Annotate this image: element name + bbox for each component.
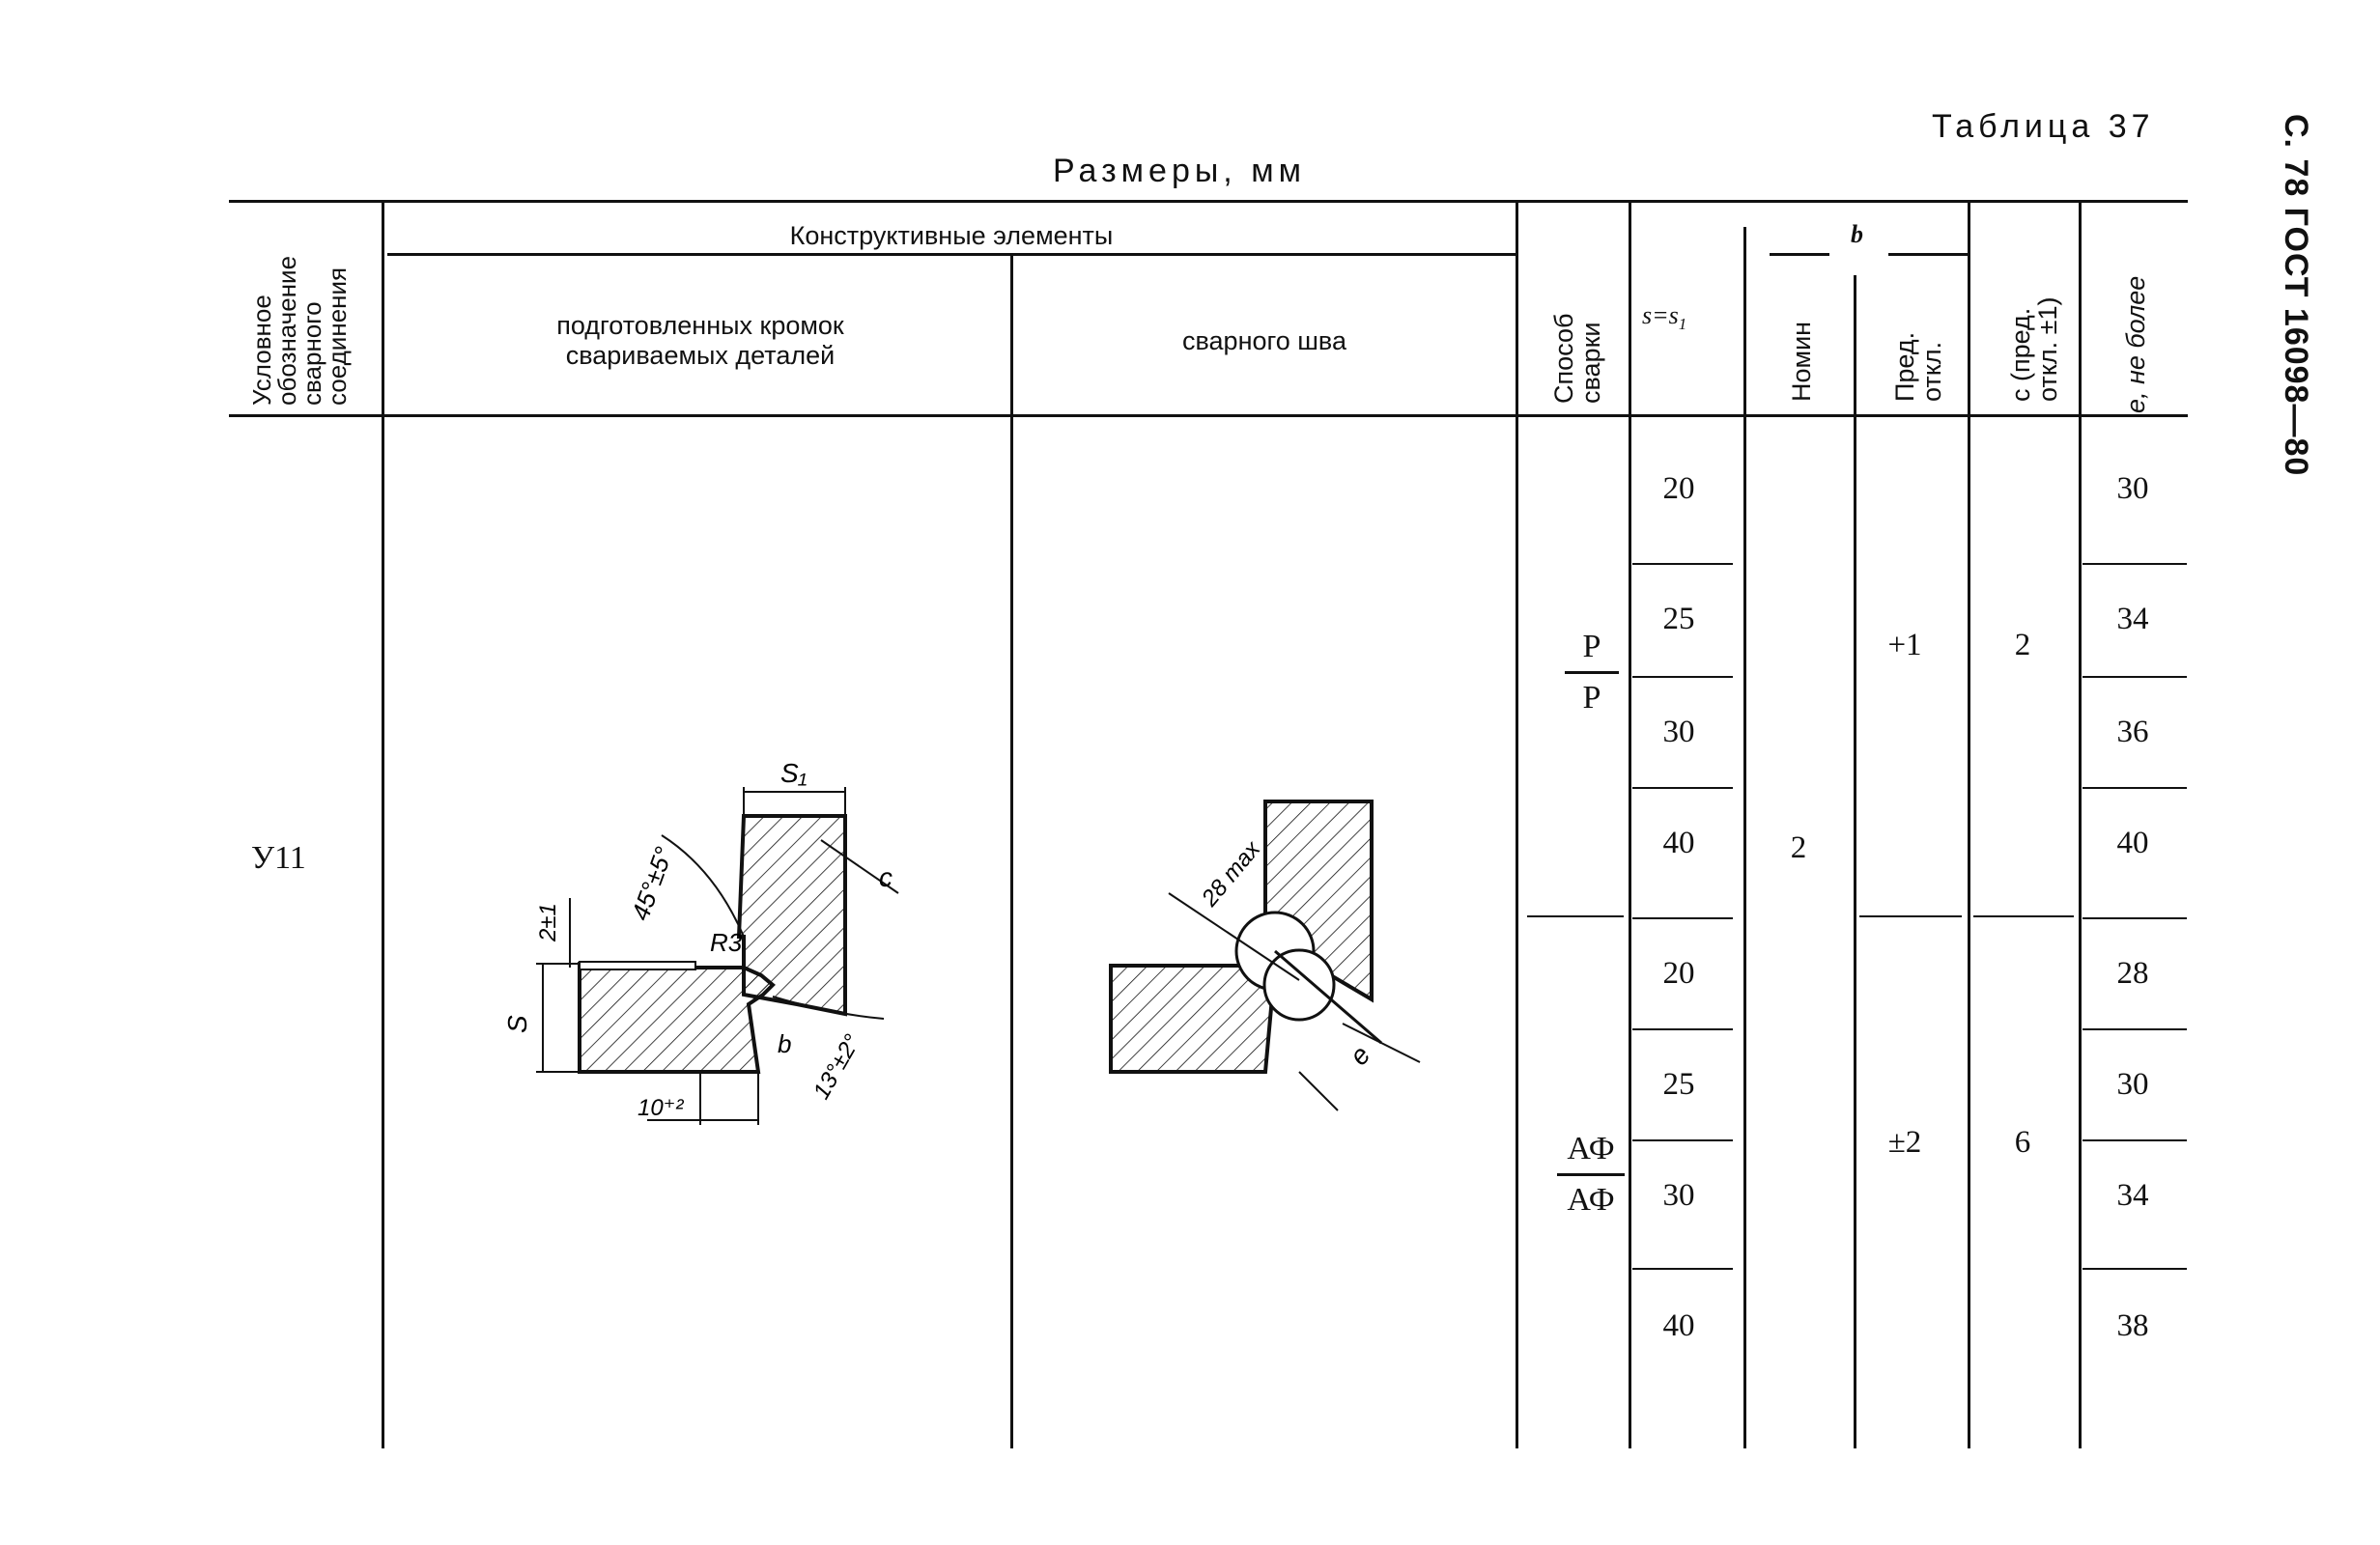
e-value: 40 (2116, 826, 2149, 860)
svg-text:S₁: S₁ (780, 758, 808, 788)
table-top-rule (229, 200, 2188, 203)
svg-text:S: S (502, 1015, 532, 1033)
s-value: 25 (1662, 1067, 1695, 1102)
svg-text:45°±5°: 45°±5° (625, 843, 678, 924)
page-side-label: С. 78 ГОСТ 16098—80 (2278, 114, 2314, 477)
col-divider-2 (1010, 256, 1013, 1448)
svg-text:b: b (778, 1029, 791, 1058)
e-sep-5 (2082, 1028, 2187, 1030)
header-c: c (пред. откл. ±1) (2006, 296, 2062, 403)
tolerance-value: ±2 (1887, 1125, 1922, 1160)
col-divider-6 (1854, 275, 1856, 1448)
svg-text:R3: R3 (710, 928, 743, 957)
tolerance-value: +1 (1887, 628, 1922, 662)
header-s: s=s1 (1642, 301, 1687, 334)
svg-text:e: e (1344, 1040, 1376, 1071)
svg-text:28 max: 28 max (1196, 835, 1266, 912)
group-sep-c (1973, 915, 2074, 917)
prepared-edges-drawing: S₁ c 45°±5° R3 2±1 S b 13°±2° 10⁺² (502, 758, 899, 1125)
header-bottom-rule (229, 414, 2188, 417)
col-divider-5 (1743, 227, 1746, 1448)
top-layer (579, 961, 696, 970)
e-sep-1 (2082, 563, 2187, 565)
s-sep-7 (1632, 1268, 1733, 1270)
c-value: 2 (2014, 628, 2031, 662)
header-tolerance: Пред. откл. (1890, 331, 1946, 402)
s-sep-4 (1632, 917, 1733, 919)
e-value: 34 (2116, 602, 2149, 636)
b-sub-rule-left (1770, 253, 1829, 256)
s-value: 30 (1662, 715, 1695, 749)
e-value: 38 (2116, 1308, 2149, 1343)
e-value: 34 (2116, 1178, 2149, 1213)
table-label: Таблица 37 (1932, 108, 2155, 145)
structural-sub-rule (387, 253, 1516, 256)
svg-text:2±1: 2±1 (535, 903, 561, 942)
s-sep-6 (1632, 1139, 1733, 1141)
weld-drawing: 28 max e (1109, 800, 1421, 1111)
s-sep-5 (1632, 1028, 1733, 1030)
col-divider-3 (1516, 203, 1518, 1448)
weld-bead-2 (1262, 948, 1336, 1022)
e-value: 30 (2116, 471, 2149, 506)
s-sep-2 (1632, 676, 1733, 678)
s-value: 20 (1662, 956, 1695, 991)
e-value: 28 (2116, 956, 2149, 991)
s-value: 20 (1662, 471, 1695, 506)
header-e: е, не более (2121, 275, 2150, 413)
header-designation: Условное обозначение сварного соединения (247, 255, 352, 406)
e-sep-3 (2082, 787, 2187, 789)
s-value: 30 (1662, 1178, 1695, 1213)
e-sep-6 (2082, 1139, 2187, 1141)
e-value: 36 (2116, 715, 2149, 749)
weld-horizontal-plate (1109, 964, 1278, 1074)
horizontal-plate (578, 962, 776, 1074)
header-prepared-edges: подготовленных кромок свариваемых детале… (556, 311, 844, 370)
group-sep-method (1527, 915, 1624, 917)
b-nominal-value: 2 (1790, 830, 1807, 865)
header-structural: Конструктивные элементы (789, 221, 1114, 250)
e-sep-4 (2082, 917, 2187, 919)
b-sub-rule-right (1888, 253, 1968, 256)
col-divider-7 (1968, 203, 1970, 1448)
c-value: 6 (2014, 1125, 2031, 1160)
col-divider-8 (2079, 203, 2082, 1448)
col-divider-1 (382, 203, 384, 1448)
header-nominal: Номин (1787, 321, 1816, 402)
header-b: b (1851, 220, 1863, 248)
row-designation: У11 (251, 840, 306, 876)
svg-text:13°±2°: 13°±2° (808, 1029, 866, 1104)
header-method: Способ сварки (1549, 313, 1605, 404)
col-divider-4 (1629, 203, 1631, 1448)
e-sep-7 (2082, 1268, 2187, 1270)
vertical-plate (736, 814, 847, 1017)
s-value: 40 (1662, 826, 1695, 860)
s-value: 25 (1662, 602, 1695, 636)
s-value: 40 (1662, 1308, 1695, 1343)
svg-text:10⁺²: 10⁺² (638, 1095, 684, 1121)
s-sep-1 (1632, 563, 1733, 565)
s-sep-3 (1632, 787, 1733, 789)
svg-text:c: c (879, 862, 892, 892)
e-sep-2 (2082, 676, 2187, 678)
dimensions-title: Размеры, мм (1053, 153, 1306, 189)
header-weld: сварного шва (1182, 326, 1346, 355)
group-sep-tol (1859, 915, 1962, 917)
e-value: 30 (2116, 1067, 2149, 1102)
